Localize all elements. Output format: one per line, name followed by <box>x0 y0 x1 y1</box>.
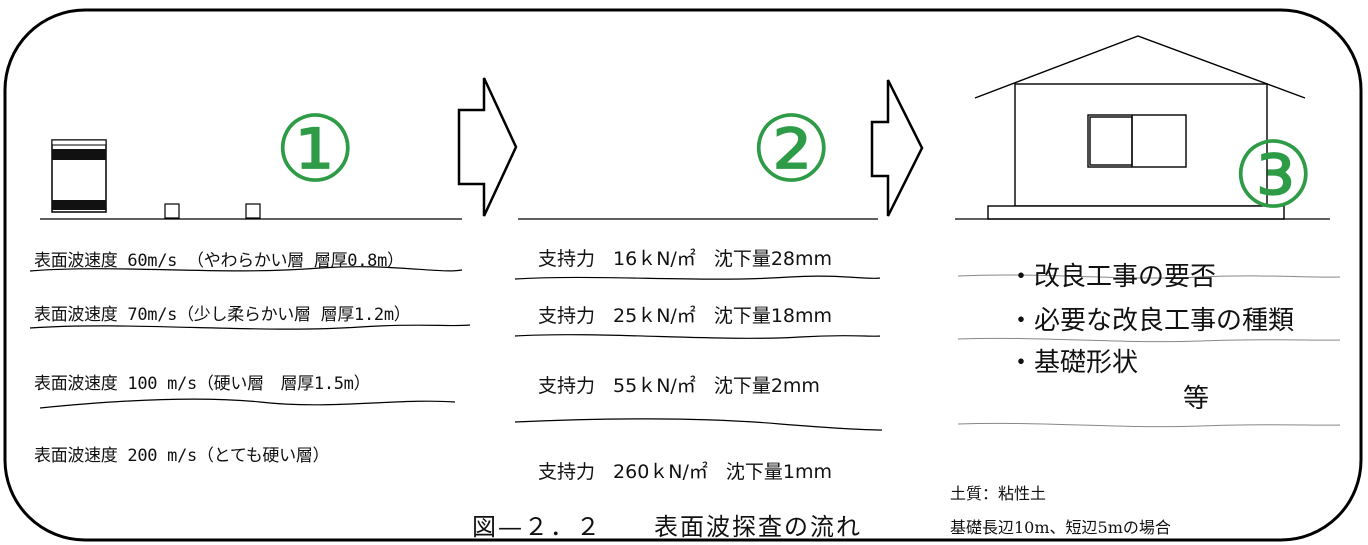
sensor-1-icon <box>164 203 180 219</box>
bearing-label: 支持力 <box>538 305 596 327</box>
result-item-1: ・改良工事の要否 <box>1008 262 1217 292</box>
bearing-boundary-1 <box>514 275 881 280</box>
bearing-capacity: 260ｋN/㎡ <box>613 461 708 483</box>
layer-boundary-2 <box>29 324 471 330</box>
flow-arrow-1-icon <box>457 77 518 217</box>
bearing-label: 支持力 <box>538 375 596 397</box>
step-2-number: ② <box>750 96 833 203</box>
result-item-etc: 等 <box>1183 384 1210 414</box>
layer-label-3: 表面波速度 100 m/s（硬い層 層厚1.5m） <box>34 374 371 394</box>
outer-frame <box>3 8 1363 542</box>
bearing-label: 支持力 <box>538 461 596 483</box>
layer-boundary-1 <box>29 266 463 272</box>
house-icon <box>974 35 1306 220</box>
bearing-capacity: 16ｋN/㎡ <box>613 248 696 270</box>
bearing-boundary-2 <box>514 334 881 339</box>
bearing-settlement: 沈下量2mm <box>713 375 820 397</box>
result-boundary-2 <box>957 337 1341 343</box>
layer-label-1: 表面波速度 60m/s （やわらかい層 層厚0.8m） <box>34 251 404 271</box>
soil-type-note: 土質：粘性土 <box>950 484 1047 503</box>
layer-label-2: 表面波速度 70m/s（少し柔らかい層 層厚1.2m） <box>34 305 411 325</box>
bearing-capacity: 55ｋN/㎡ <box>613 375 696 397</box>
result-boundary-1 <box>957 274 1341 279</box>
layer-label-4: 表面波速度 200 m/s（とても硬い層） <box>34 446 330 466</box>
sensor-2-icon <box>245 203 261 219</box>
bearing-settlement: 沈下量28mm <box>713 248 833 270</box>
result-item-3: ・基礎形状 <box>1008 348 1139 378</box>
step-3-number: ③ <box>1232 122 1315 229</box>
bearing-capacity: 25ｋN/㎡ <box>613 305 696 327</box>
figure-caption: 図—２．２ 表面波探査の流れ <box>472 513 862 541</box>
result-item-2: ・必要な改良工事の種類 <box>1008 306 1295 336</box>
step-1-number: ① <box>274 96 357 203</box>
result-boundary-3 <box>957 422 1341 428</box>
layer-boundary-3 <box>39 398 456 409</box>
measuring-device-icon <box>51 139 107 213</box>
foundation-size-note: 基礎長辺10m、短辺5mの場合 <box>950 518 1171 537</box>
flow-arrow-2-icon <box>870 79 924 217</box>
bearing-settlement: 沈下量1mm <box>725 461 833 483</box>
bearing-label: 支持力 <box>538 248 596 270</box>
bearing-settlement: 沈下量18mm <box>713 305 833 327</box>
bearing-boundary-3 <box>514 418 883 431</box>
